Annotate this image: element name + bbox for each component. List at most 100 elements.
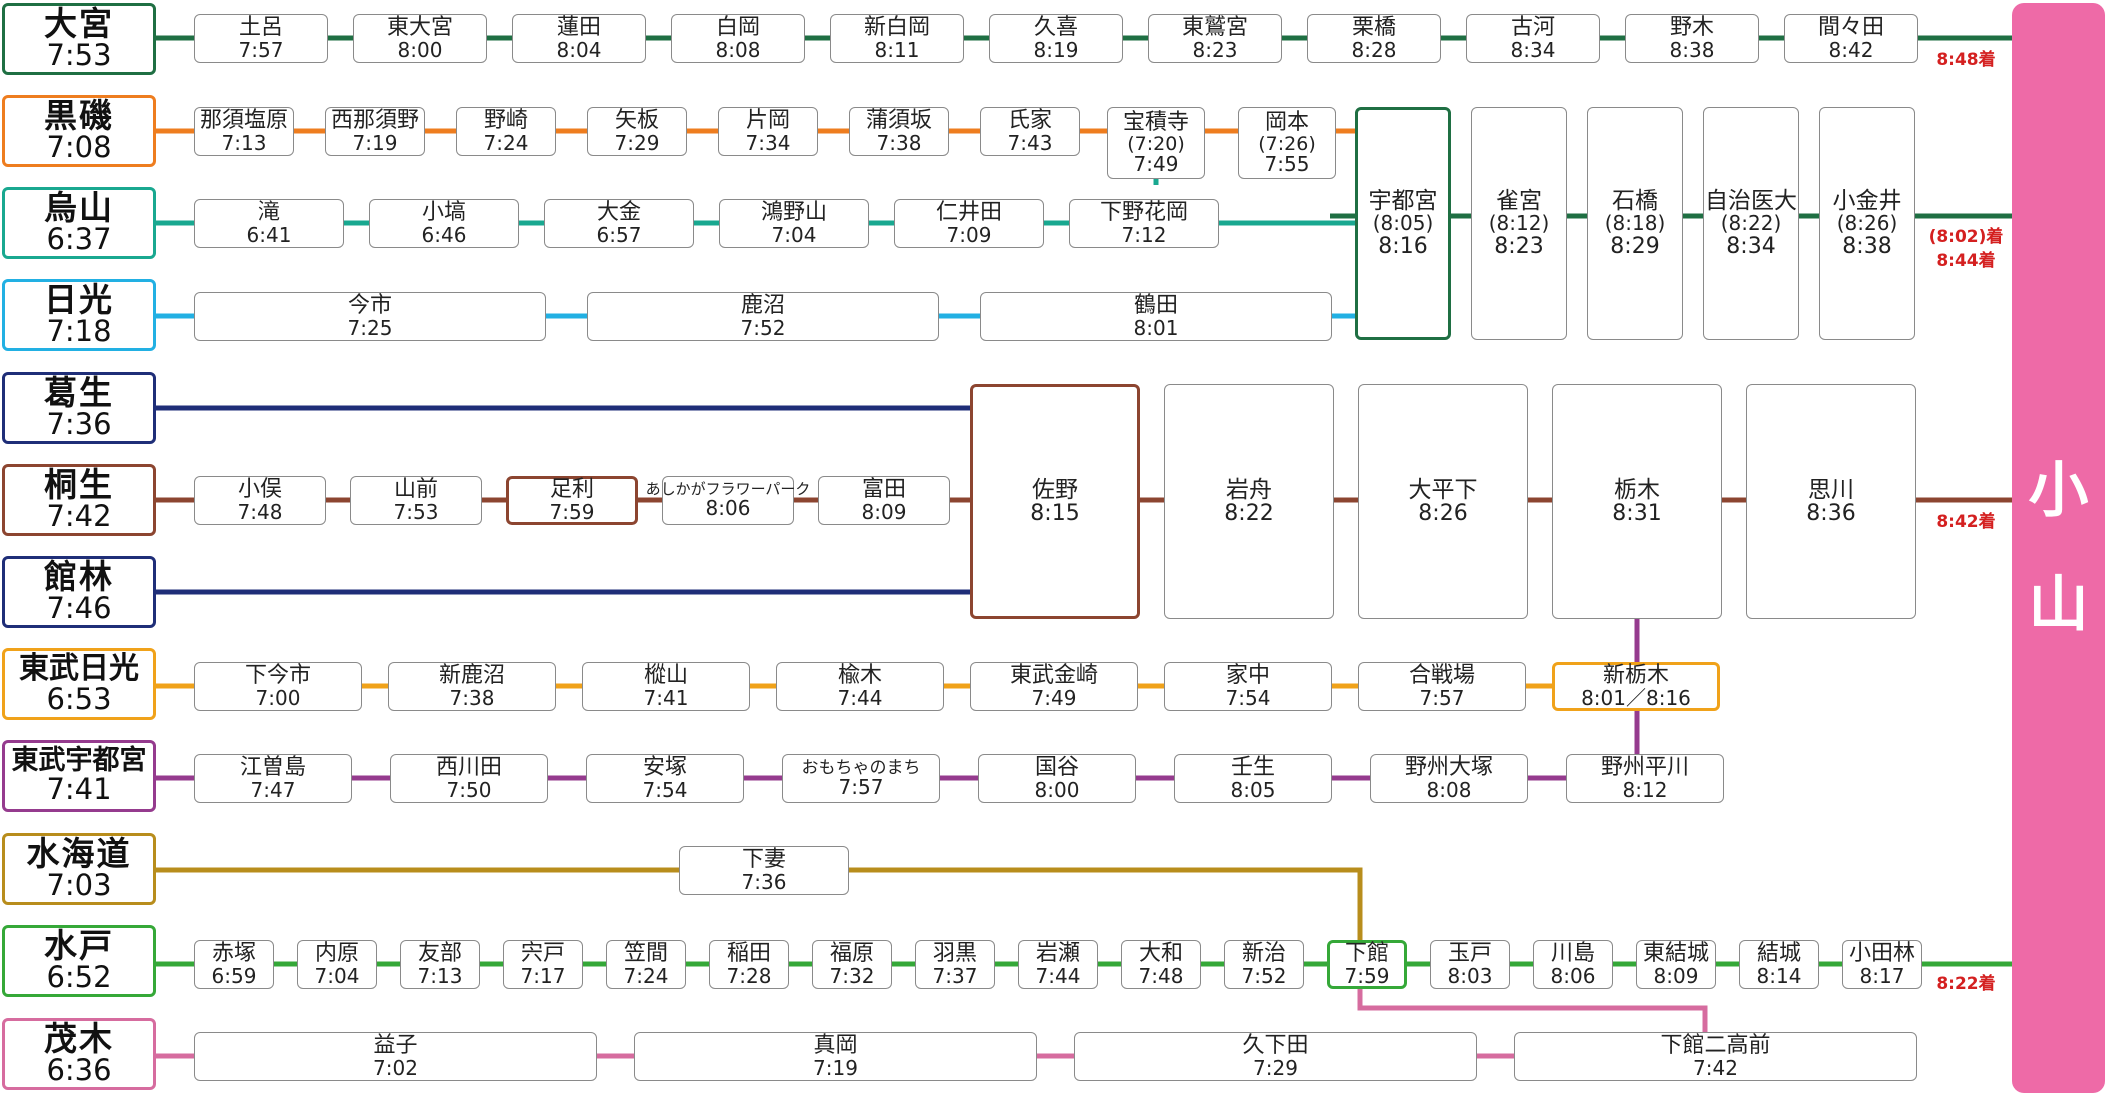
origin-name: 黒磯 <box>44 96 114 136</box>
origin-name: 日光 <box>44 280 114 320</box>
station-time: 8:19 <box>1033 37 1079 62</box>
station-name: 自治医大 <box>1705 188 1797 215</box>
station-time: 8:23 <box>1192 37 1238 62</box>
station-time: 7:52 <box>740 315 786 340</box>
station-name: 今市 <box>347 293 392 319</box>
station-time: 7:02 <box>373 1055 418 1080</box>
station-name: 笠間 <box>623 941 668 967</box>
station-time: 7:13 <box>221 130 267 155</box>
station-alt-time: (7:20) <box>1127 133 1185 155</box>
station-time: 8:06 <box>705 495 751 520</box>
station-time: 7:55 <box>1264 152 1310 177</box>
station-alt-time: (8:05) <box>1372 211 1434 236</box>
station-name: 合戦場 <box>1408 663 1475 689</box>
station-time: 7:38 <box>876 130 922 155</box>
station-time: 8:17 <box>1859 963 1905 988</box>
station-name: 結城 <box>1756 941 1801 967</box>
station-time: 8:16 <box>1378 233 1428 259</box>
station-alt-time: (7:26) <box>1258 133 1316 155</box>
origin-time: 6:36 <box>46 1053 112 1088</box>
station-name: 西川田 <box>435 755 502 781</box>
station-time: 7:49 <box>1133 152 1179 177</box>
station-time: 7:47 <box>250 777 296 802</box>
station-name: 下妻 <box>741 847 786 873</box>
station-name: 那須塩原 <box>199 108 288 134</box>
station-time: 7:59 <box>1344 963 1390 988</box>
origin-time: 7:42 <box>46 499 112 534</box>
station-name: 蒲須坂 <box>865 108 932 134</box>
station-name: 仁井田 <box>935 200 1002 226</box>
station-name: 東大宮 <box>386 15 453 41</box>
station-name: 大和 <box>1138 941 1183 967</box>
station-name: 鶴田 <box>1133 293 1178 319</box>
station-name: 稲田 <box>726 941 771 967</box>
station-name: 宍戸 <box>520 941 565 967</box>
station-name: 新鹿沼 <box>438 663 505 689</box>
station-name: 久下田 <box>1242 1033 1309 1059</box>
origin-time: 7:08 <box>46 130 112 165</box>
station-name: 新白岡 <box>863 15 930 41</box>
station-name: 氏家 <box>1007 108 1052 134</box>
station-name: 羽黒 <box>932 941 977 967</box>
station-alt-time: (8:26) <box>1836 211 1898 236</box>
station-time: 8:08 <box>1426 777 1472 802</box>
station-time: 7:38 <box>449 685 495 710</box>
station-name: 壬生 <box>1230 755 1275 781</box>
station-name: 益子 <box>373 1033 418 1059</box>
station-石橋: 石橋(8:18)8:29 <box>1587 107 1683 340</box>
station-name: 富田 <box>861 477 906 503</box>
station-name: 思川 <box>1808 476 1854 503</box>
station-time: 7:52 <box>1241 963 1287 988</box>
arrival-utsunomiya-2: 8:44着 <box>1936 251 1996 271</box>
station-宇都宮: 宇都宮(8:05)8:16 <box>1355 107 1451 340</box>
station-time: 7:25 <box>347 315 393 340</box>
station-time: 7:29 <box>614 130 660 155</box>
station-name: 新治 <box>1241 941 1286 967</box>
station-time: 7:49 <box>1031 685 1077 710</box>
station-name: 雀宮 <box>1496 188 1542 215</box>
arrival-omiya: 8:48着 <box>1936 50 1996 70</box>
station-time: 8:38 <box>1669 37 1715 62</box>
station-name: 片岡 <box>745 108 790 134</box>
station-雀宮: 雀宮(8:12)8:23 <box>1471 107 1567 340</box>
station-time: 8:00 <box>397 37 443 62</box>
station-name: 宝積寺 <box>1122 109 1189 135</box>
origin-time: 6:37 <box>46 222 112 257</box>
origin-time: 7:18 <box>46 314 112 349</box>
station-name: 鹿沼 <box>740 293 785 319</box>
origin-time: 7:46 <box>46 591 112 626</box>
origin-name: 東武宇都宮 <box>11 745 147 777</box>
arrival-utsunomiya-1: (8:02)着 <box>1928 227 2004 247</box>
station-name: 家中 <box>1225 663 1270 689</box>
